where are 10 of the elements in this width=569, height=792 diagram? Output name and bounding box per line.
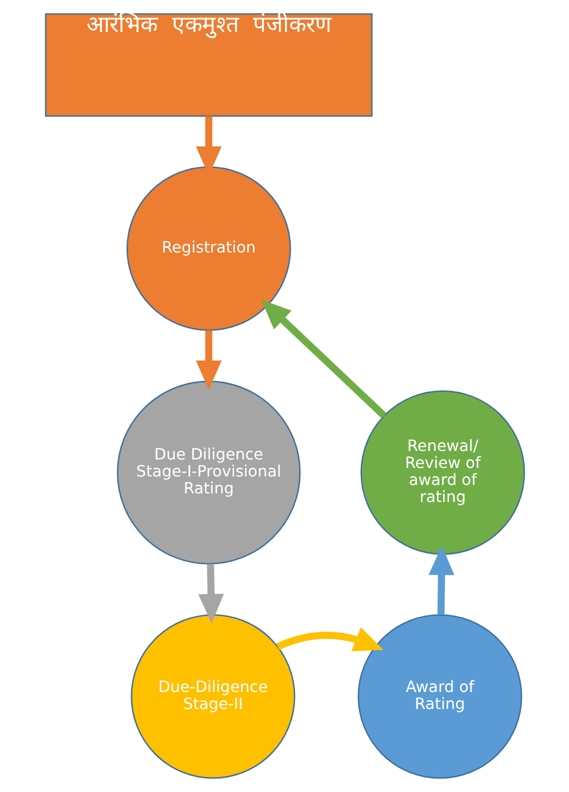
node-box: आरंभिक एकमुश्त पंजीकरण <box>44 13 372 117</box>
arrow <box>276 627 384 652</box>
arrow <box>260 300 386 418</box>
arrow <box>428 546 454 615</box>
node-circle: Due-Diligence Stage-II <box>130 614 295 779</box>
node-circle: Due Diligence Stage-I-Provisional Rating <box>116 380 300 564</box>
node-circle: Award of Rating <box>357 614 522 779</box>
arrow <box>195 330 222 390</box>
node-circle: Renewal/ Review of award of rating <box>360 390 525 555</box>
arrow <box>198 564 224 624</box>
